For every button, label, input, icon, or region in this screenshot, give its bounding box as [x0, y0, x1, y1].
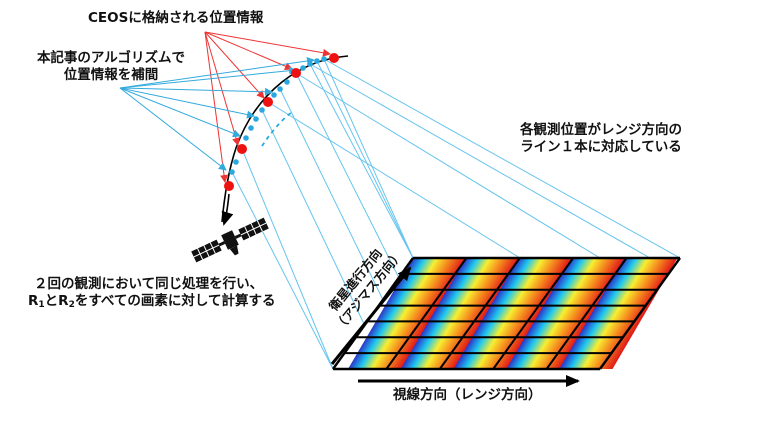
beam-line	[241, 148, 334, 370]
interpolated-point	[248, 125, 254, 131]
r1-subscript: 1	[38, 300, 45, 310]
ceos-positions-label: CEOSに格納される位置情報	[88, 10, 264, 26]
grid-col-line	[545, 257, 628, 370]
beam-line	[316, 60, 414, 259]
interpolated-point	[284, 79, 290, 85]
annotation-arrows	[119, 31, 331, 183]
beam-line	[295, 72, 401, 281]
observation-range-label: 各観測位置がレンジ方向の ライン１本に対応している	[508, 122, 694, 156]
interpolated-point	[277, 86, 283, 92]
observation-label-line2: ライン１本に対応している	[520, 139, 682, 155]
color-band	[506, 258, 625, 370]
ceos-point	[237, 144, 247, 154]
interpolated-point	[271, 92, 277, 98]
ceos-arrow	[204, 31, 265, 99]
interpolation-arrow	[119, 87, 255, 119]
interpolated-point	[314, 58, 320, 64]
interpolation-arrow	[119, 87, 273, 96]
interpolated-point	[233, 159, 239, 165]
interpolated-point	[307, 61, 313, 67]
ceos-point	[224, 181, 234, 191]
sar-image-grid	[332, 256, 681, 371]
interpolated-point	[243, 135, 249, 141]
interpolation-arrow	[119, 87, 241, 138]
ceos-point	[329, 53, 339, 63]
beam-line	[267, 101, 521, 259]
grid-col-line	[385, 257, 468, 370]
interpolation-arrow	[119, 66, 297, 89]
ceos-point	[263, 97, 273, 107]
r1-symbol: R	[28, 293, 39, 309]
azimuth-arrow	[330, 266, 412, 365]
satellite-icon	[191, 217, 269, 263]
interpolation-label-line1: 本記事のアルゴリズムで	[36, 50, 186, 66]
beam-line	[261, 109, 366, 327]
interpolated-point	[300, 65, 306, 71]
observation-beams	[231, 58, 681, 370]
color-band	[559, 258, 678, 370]
ceos-arrow	[204, 31, 293, 70]
grid-col-line	[492, 257, 575, 370]
processing-note-line2: R1とR2をすべての画素に対して計算する	[28, 293, 275, 314]
interpolation-arrow	[119, 57, 315, 89]
interpolated-point	[253, 116, 259, 122]
interpolation-arrow	[119, 87, 227, 171]
orbit-points	[224, 53, 339, 191]
beam-line	[309, 63, 651, 259]
beam-line	[231, 171, 334, 370]
grid-col-line	[438, 257, 521, 370]
processing-to: と	[44, 293, 59, 309]
range-label: 視線方向（レンジ方向）	[393, 387, 542, 403]
beam-line	[323, 58, 681, 259]
interpolation-label-line2: 位置情報を補間	[63, 67, 159, 83]
processing-rest: をすべての画素に対して計算する	[74, 293, 276, 309]
r2-symbol: R	[58, 293, 69, 309]
beam-line	[295, 72, 601, 259]
color-band	[453, 258, 572, 370]
beam-line	[309, 63, 414, 259]
orbit-tail	[221, 193, 234, 226]
color-band	[400, 258, 520, 370]
processing-note-line1: ２回の観測において同じ処理を行い、	[34, 276, 264, 292]
beam-line	[323, 58, 414, 259]
interpolation-dash	[261, 111, 293, 147]
interpolated-point	[321, 56, 327, 62]
processing-note: ２回の観測において同じ処理を行い、 R1とR2をすべての画素に対して計算する	[28, 276, 275, 314]
interpolated-point	[229, 169, 235, 175]
grid-col-line	[599, 257, 681, 370]
r2-subscript: 2	[68, 300, 75, 310]
observation-label-line1: 各観測位置がレンジ方向の	[520, 122, 682, 138]
ceos-arrow	[204, 31, 229, 183]
ceos-point	[291, 68, 301, 78]
interpolated-point	[259, 107, 265, 113]
color-band	[348, 258, 467, 370]
beam-line	[279, 88, 385, 303]
ceos-arrow	[204, 31, 240, 146]
ceos-arrow	[204, 31, 331, 57]
interpolation-label: 本記事のアルゴリズムで 位置情報を補間	[26, 50, 196, 84]
